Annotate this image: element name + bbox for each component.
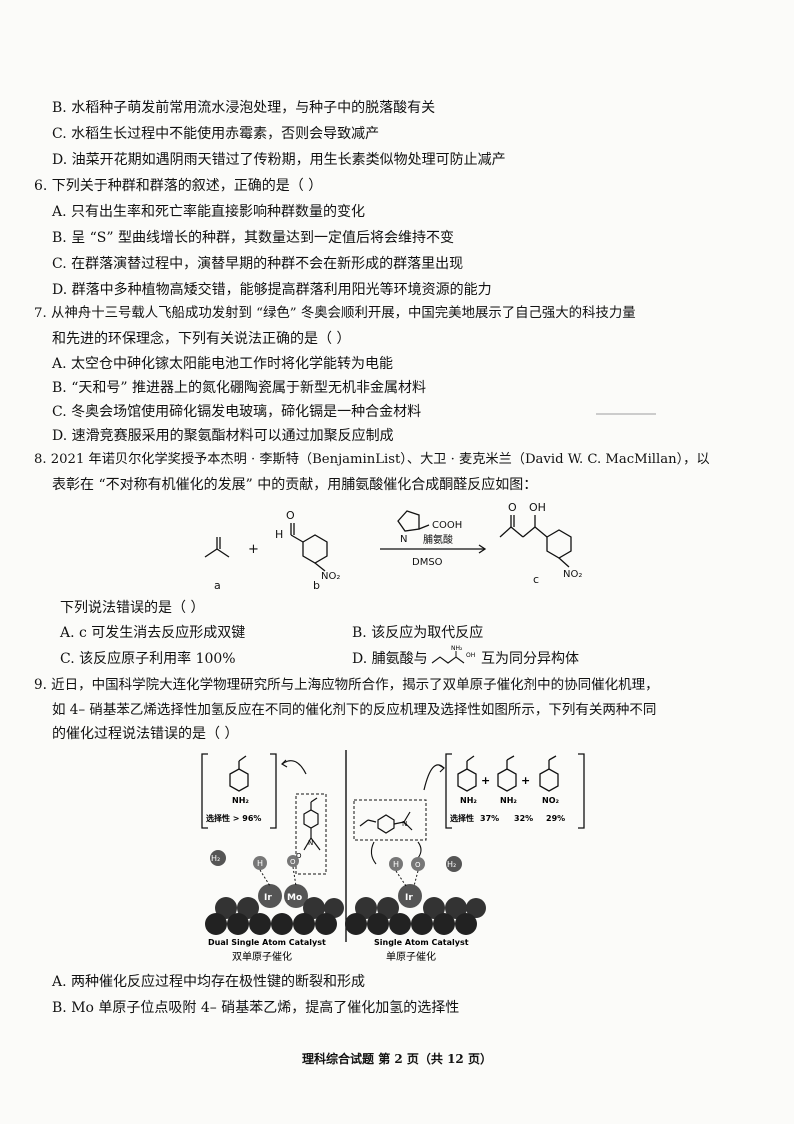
q5-option-b: B. 水稻种子萌发前常用流水浸泡处理，与种子中的脱落酸有关 [52,100,436,116]
product-c-structure [499,515,572,568]
catalysis-mechanism-figure: NH₂ 选择性 > 96% N O H₂ H O Ir Mo [201,750,585,963]
q5-option-d: D. 油菜开花期如遇阴雨天错过了传粉期，用生长素类似物处理可防止减产 [52,152,506,168]
q7-option-c: C. 冬奥会场馆使用碲化镉发电玻璃，碲化镉是一种合金材料 [52,404,422,420]
right-nitro: NO₂ [542,796,559,805]
left-catalyst-surface [205,884,344,935]
q8-stem-line1: 8. 2021 年诺贝尔化学奖授予本杰明 · 李斯特（BenjaminList）… [34,452,710,467]
q9-stem-line1: 9. 近日，中国科学院大连化学物理研究所与上海应物所合作，揭示了双单原子催化剂中… [34,677,659,693]
q8-question: 下列说法错误的是（ ） [60,600,205,616]
right-curved-arrow [423,764,445,791]
left-product-bracket [201,753,277,829]
left-h2-label: H₂ [211,854,220,863]
right-h2-molecule [446,856,462,872]
q6-option-c: C. 在群落演替过程中，演替早期的种群不会在新形成的群落里出现 [52,256,464,272]
left-mo-label: Mo [287,893,302,903]
q9-option-a: A. 两种催化反应过程中均存在极性键的断裂和形成 [52,974,366,990]
isomer-nh2: NH₂ [451,645,463,652]
right-selectivity-1: 37% [480,814,499,823]
isomer-oh: OH [466,652,475,659]
q8-option-d-tail: 互为同分异构体 [481,651,579,667]
product-oh: OH [529,501,546,514]
right-nitro-n: N [402,820,407,828]
nitro-group-b: NO₂ [321,571,340,582]
right-catalyst-surface [345,884,486,935]
q8-option-c: C. 该反应原子利用率 100% [60,651,236,667]
q9-stem-line3: 的催化过程说法错误的是（ ） [52,726,239,742]
left-caption-en: Dual Single Atom Catalyst [208,938,326,947]
q8-option-d: D. 脯氨酸与 [352,651,428,667]
left-curved-arrow [281,760,307,775]
product-o: O [508,501,517,514]
q7-option-a: A. 太空仓中砷化镓太阳能电池工作时将化学能转为电能 [52,356,394,372]
q6-stem: 6. 下列关于种群和群落的叙述，正确的是（ ） [34,178,323,194]
label-c: c [533,573,539,586]
q8-option-b: B. 该反应为取代反应 [352,625,484,641]
left-dashed-box [295,793,327,875]
right-plus-2: + [521,774,530,787]
nitrobenzaldehyde-structure [290,523,328,572]
right-h2-label: H₂ [447,860,456,869]
q8-option-a: A. c 可发生消去反应形成双键 [60,625,246,641]
q7-stem-line1: 7. 从神舟十三号载人飞船成功发射到 “绿色” 冬奥会顺利开展，中国完美地展示了… [34,306,636,321]
acetone-structure [204,537,230,558]
page-footer: 理科综合试题 第 2 页（共 12 页） [302,1052,492,1066]
right-caption-en: Single Atom Catalyst [374,938,469,947]
right-h-label: H [393,860,399,869]
q6-option-a: A. 只有出生率和死亡率能直接影响种群数量的变化 [52,204,366,220]
proline-structure [397,510,430,532]
right-selectivity-2: 32% [514,814,533,823]
left-o-label: O [290,858,296,866]
q7-option-d: D. 速滑竞赛服采用的聚氨酯材料可以通过加聚反应制成 [52,428,394,444]
left-ir-label: Ir [264,893,272,903]
catalyst-label: 脯氨酸 [423,533,453,546]
right-product-bracket [445,753,585,829]
right-amine-1: NH₂ [460,796,477,805]
left-selectivity: 选择性 > 96% [206,813,261,823]
right-o-label: O [415,861,421,869]
left-nitro-n: N [308,839,313,847]
q6-option-d: D. 群落中多种植物高矮交错，能够提高群落利用阳光等环境资源的能力 [52,282,492,298]
q7-stem-line2: 和先进的环保理念，下列有关说法正确的是（ ） [52,331,351,347]
q6-option-b: B. 呈 “S” 型曲线增长的种群，其数量达到一定值后将会维持不变 [52,230,454,246]
left-nitro-o: O [296,852,302,860]
right-selectivity-label: 选择性 [450,813,474,823]
nitro-group-c: NO₂ [563,569,582,580]
q9-stem-line2: 如 4– 硝基苯乙烯选择性加氢反应在不同的催化剂下的反应机理及选择性如图所示，下… [52,702,657,718]
left-caption-zh: 双单原子催化 [232,950,292,963]
right-caption-zh: 单原子催化 [386,950,436,963]
cooh-label: COOH [432,520,462,531]
right-selectivity-3: 29% [546,814,565,823]
right-dashed-box [353,799,427,841]
q9-option-b: B. Mo 单原子位点吸附 4– 硝基苯乙烯，提高了催化加氢的选择性 [52,1000,460,1016]
label-a: a [214,579,221,592]
left-h-label: H [257,859,263,868]
q5-option-c: C. 水稻生长过程中不能使用赤霉素，否则会导致减产 [52,126,380,142]
label-b: b [313,579,320,592]
left-h2-molecule [210,850,226,866]
proline-nh-label: N [400,534,407,545]
right-ir-label: Ir [405,893,413,903]
scan-mark [596,413,656,415]
solvent-label: DMSO [412,557,443,568]
right-plus-1: + [481,774,490,787]
right-amine-2: NH₂ [500,796,517,805]
plus-sign: + [248,542,259,557]
left-h-atom [253,856,267,870]
q7-option-b: B. “天和号” 推进器上的氮化硼陶瓷属于新型无机非金属材料 [52,380,426,396]
left-amine-group: NH₂ [232,796,249,805]
aldehyde-o: O [286,509,295,522]
q8-stem-line2: 表彰在 “不对称有机催化的发展” 中的贡献，用脯氨酸催化合成酮醛反应如图： [52,477,538,493]
aldehyde-h: H [275,528,283,541]
aldol-reaction-scheme: a + H O b NO₂ COOH N 脯氨酸 DMSO O OH NO₂ c [204,501,582,592]
option-d-isomer-structure: NH₂ OH [431,645,475,664]
